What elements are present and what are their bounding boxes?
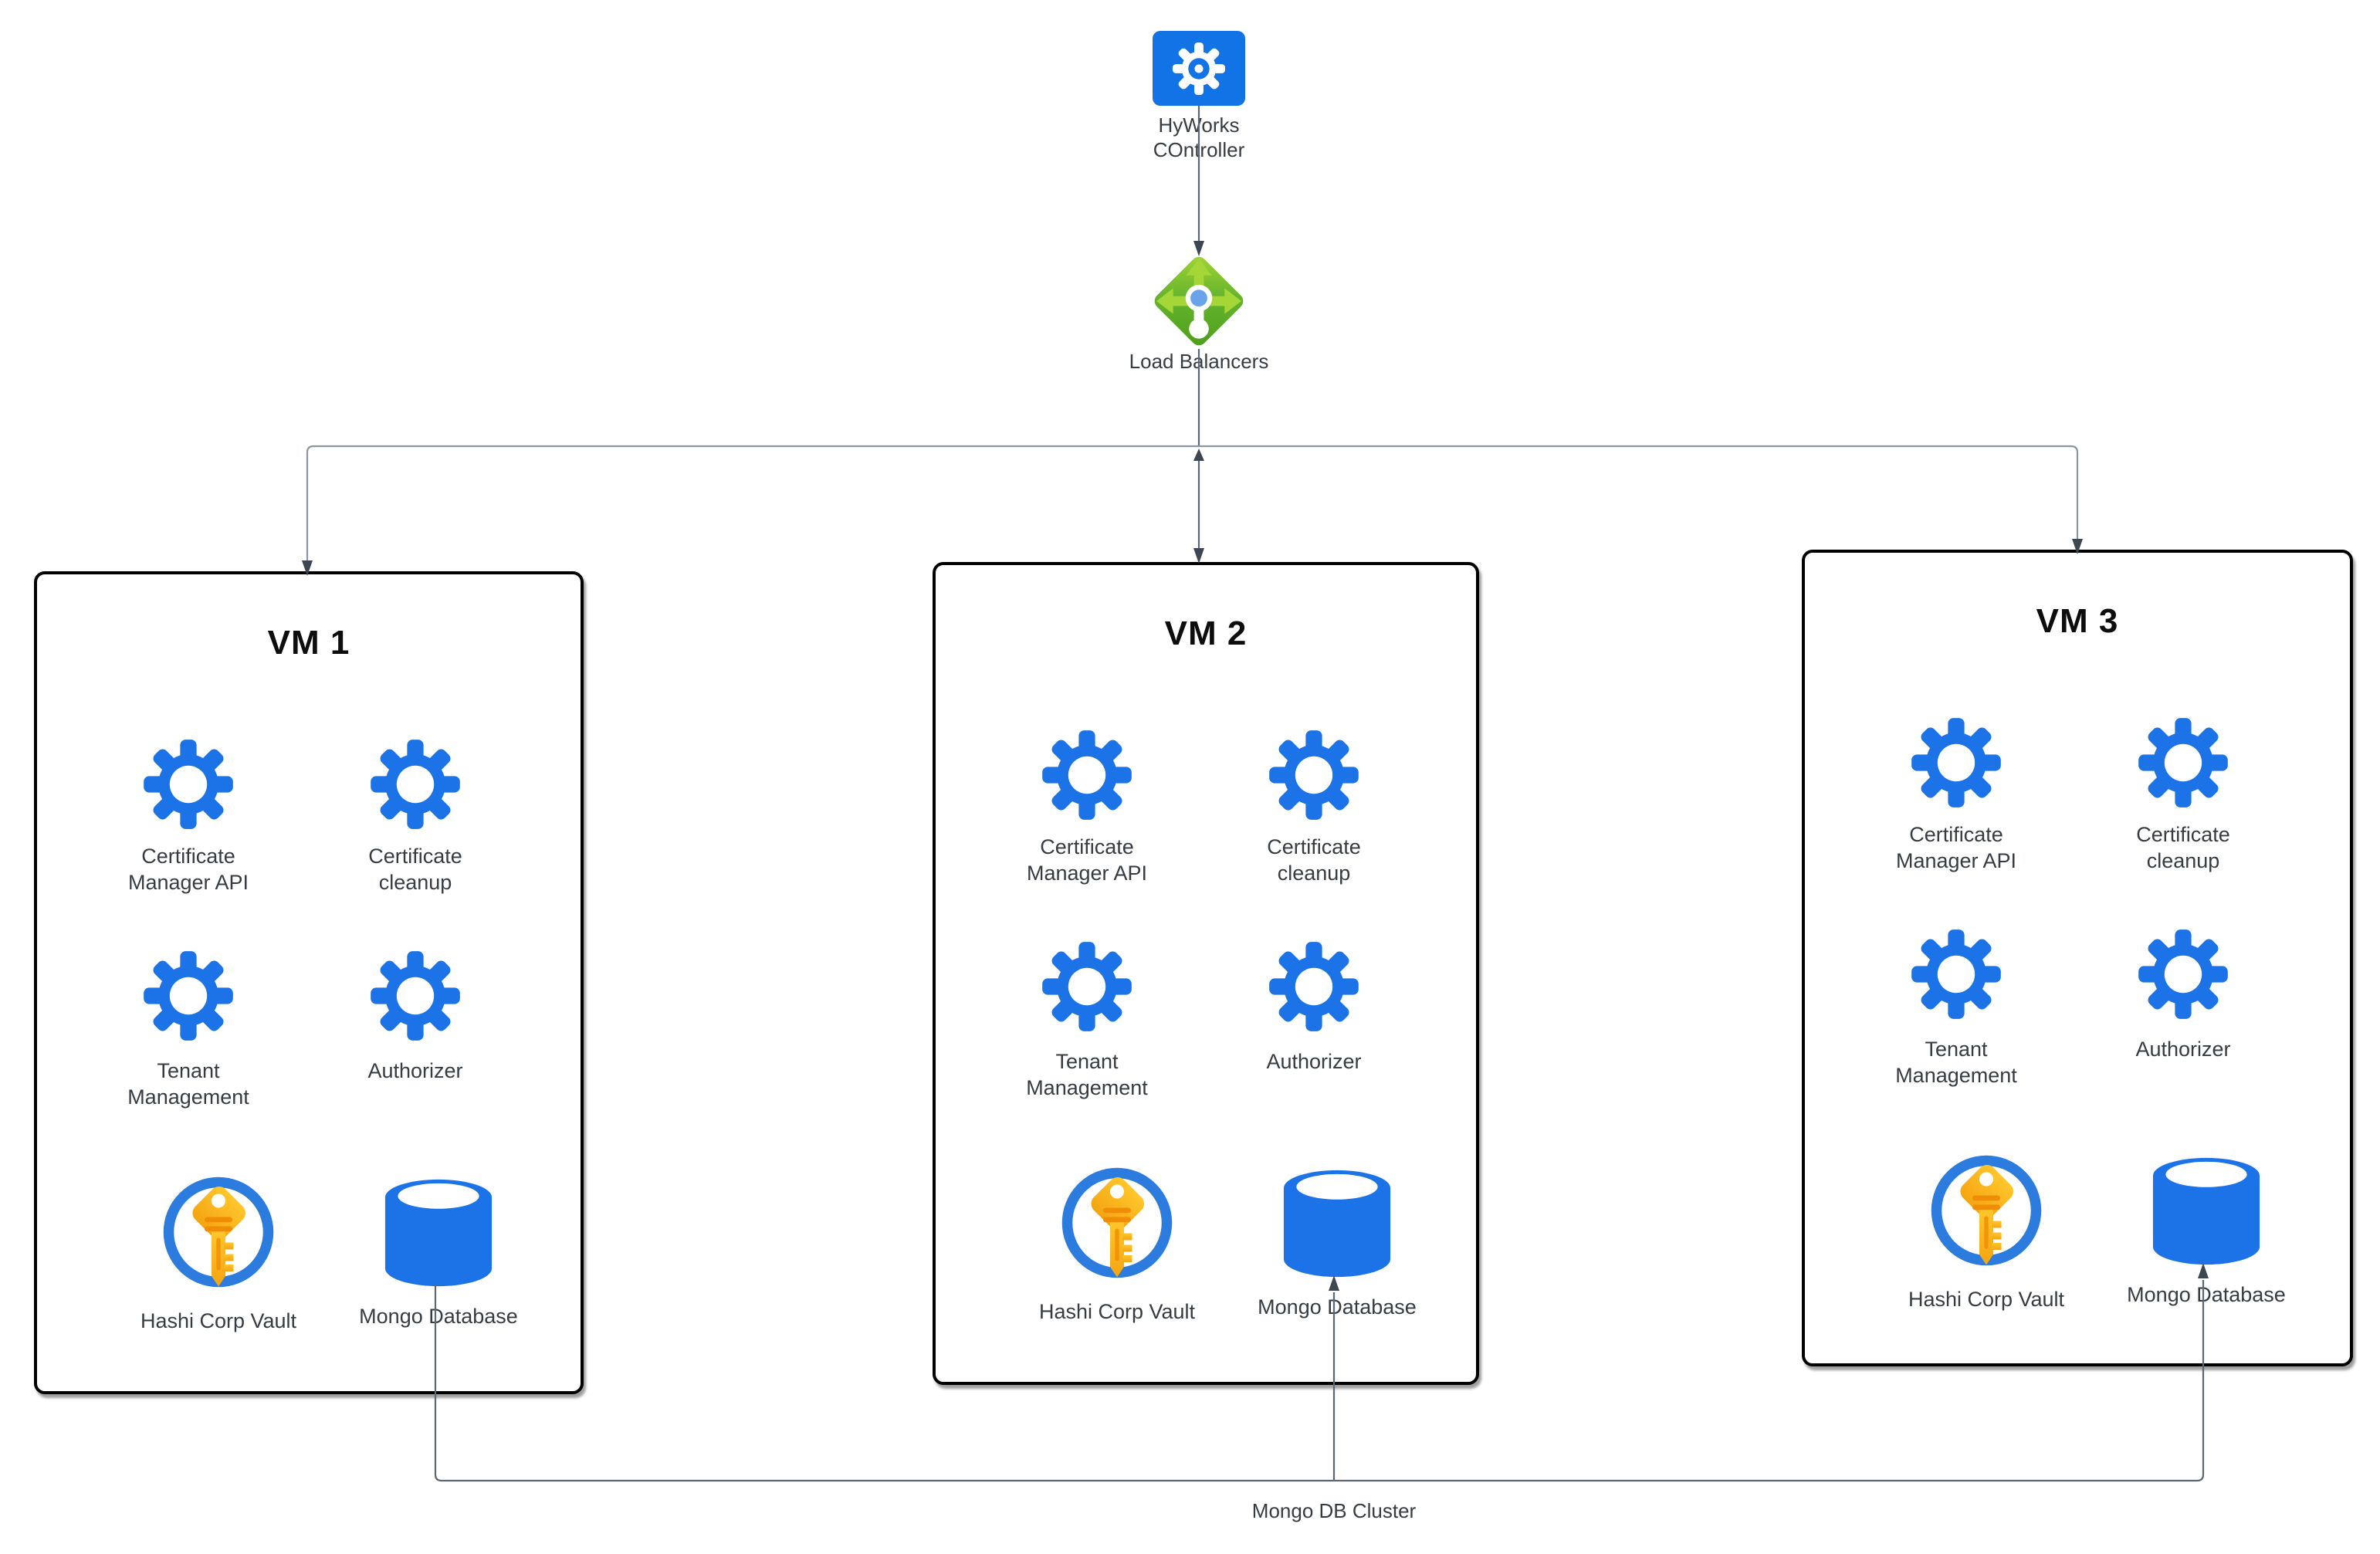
gear-icon bbox=[1041, 730, 1132, 821]
vm2-title: VM 2 bbox=[1164, 614, 1248, 652]
vm3-box: VM 3 Certificate Manager API Certificate… bbox=[1802, 550, 2353, 1366]
gear-icon bbox=[1268, 941, 1359, 1032]
gear-icon bbox=[2138, 929, 2229, 1020]
service-label: Authorizer bbox=[2135, 1038, 2231, 1061]
gear-icon bbox=[1911, 717, 2002, 808]
database-label: Mongo Database bbox=[1258, 1295, 1417, 1319]
vm1-box: VM 1 Certificate Manager API Certificate… bbox=[34, 571, 584, 1394]
database-cylinder-icon bbox=[1273, 1166, 1401, 1281]
load-balancer-icon bbox=[1149, 252, 1248, 350]
vm3-title: VM 3 bbox=[2036, 602, 2119, 640]
vault-key-icon bbox=[1928, 1153, 2044, 1268]
service-label: Tenant Management bbox=[1895, 1038, 2017, 1087]
gear-icon bbox=[1268, 730, 1359, 821]
vault-label: Hashi Corp Vault bbox=[1038, 1300, 1196, 1323]
gear-icon bbox=[2138, 717, 2229, 808]
gear-icon bbox=[143, 739, 234, 830]
service-label: Authorizer bbox=[1266, 1050, 1362, 1073]
vm2-box: VM 2 Certificate Manager API Certificate… bbox=[933, 562, 1479, 1385]
vault-label: Hashi Corp Vault bbox=[1908, 1288, 2065, 1311]
service-label: Certificate cleanup bbox=[1267, 835, 1361, 885]
database-label: Mongo Database bbox=[359, 1305, 518, 1328]
vault-label: Hashi Corp Vault bbox=[140, 1309, 297, 1332]
database-cylinder-icon bbox=[2142, 1154, 2270, 1268]
arrowhead-up bbox=[1193, 449, 1204, 461]
database-cylinder-icon bbox=[374, 1176, 503, 1290]
vm1-title: VM 1 bbox=[267, 624, 350, 662]
service-label: Certificate Manager API bbox=[1895, 823, 2017, 872]
service-label: Tenant Management bbox=[1026, 1050, 1148, 1099]
mongo-db-cluster-label: Mongo DB Cluster bbox=[1251, 1499, 1417, 1522]
database-label: Mongo Database bbox=[2127, 1283, 2286, 1306]
hyworks-controller-label: HyWorks COntroller bbox=[1153, 113, 1245, 161]
service-label: Certificate cleanup bbox=[2136, 823, 2230, 872]
gear-icon bbox=[1911, 929, 2002, 1020]
edge-branch-horizontal bbox=[306, 445, 2079, 560]
service-label: Authorizer bbox=[367, 1059, 463, 1082]
service-label: Certificate Manager API bbox=[127, 845, 249, 894]
service-label: Certificate Manager API bbox=[1026, 835, 1148, 885]
vault-key-icon bbox=[161, 1174, 276, 1290]
gear-icon bbox=[370, 950, 461, 1041]
load-balancers-label: Load Balancers bbox=[1129, 350, 1269, 373]
gear-icon bbox=[370, 739, 461, 830]
gear-icon bbox=[143, 950, 234, 1041]
service-label: Certificate cleanup bbox=[368, 845, 462, 894]
hyworks-controller-node bbox=[1153, 31, 1245, 106]
gear-icon bbox=[1041, 941, 1132, 1032]
vault-key-icon bbox=[1059, 1165, 1175, 1281]
controller-gear-icon bbox=[1170, 40, 1227, 97]
service-label: Tenant Management bbox=[127, 1059, 249, 1109]
arrowhead-down bbox=[1193, 548, 1204, 564]
